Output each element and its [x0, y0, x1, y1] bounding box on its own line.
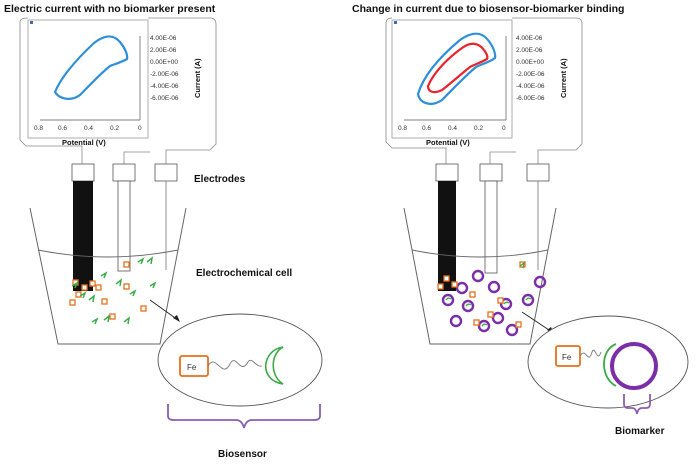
left-biosensor-zoom: Fe [157, 313, 323, 407]
right-xtick-3: 0.4 [448, 125, 457, 132]
left-zoom-arrowhead [173, 315, 180, 322]
left-xtick-5: 0 [138, 125, 142, 132]
right-xtick-4: 0.2 [474, 125, 483, 132]
right-ytick-6: -6.00E-06 [516, 95, 545, 102]
left-y-axis-label: Current (A) [193, 58, 202, 98]
right-red-cv-curve [426, 42, 489, 94]
left-electrode-cap-2 [112, 163, 136, 182]
right-fe-label: Fe [562, 353, 572, 362]
right-title: Change in current due to biosensor-bioma… [352, 3, 624, 15]
right-zoom-ellipse [527, 315, 689, 409]
right-electrochemical-cell [403, 207, 557, 345]
left-zoom-arrow [149, 299, 179, 321]
left-electrode-cap-3 [154, 163, 178, 182]
right-wires [385, 17, 583, 164]
left-ytick-3: 0.00E+00 [150, 59, 178, 66]
right-electrode-cap-3 [526, 163, 550, 182]
right-biomarker-bracket [623, 394, 651, 415]
left-working-electrode [73, 181, 93, 291]
right-x-axis-label: Potential (V) [426, 138, 470, 147]
right-biomarker-ring [610, 342, 658, 390]
left-plot-frame [27, 19, 149, 139]
right-reference-electrode [484, 180, 498, 274]
right-xtick-2: 0.6 [422, 125, 431, 132]
right-xtick-1: 0.8 [398, 125, 407, 132]
biosensor-label: Biosensor [218, 449, 267, 460]
left-xtick-1: 0.8 [34, 125, 43, 132]
right-linker [579, 349, 602, 358]
left-blue-cv-curve [53, 35, 129, 100]
left-ytick-2: 2.00E-06 [150, 47, 177, 54]
right-xtick-5: 0 [502, 125, 506, 132]
right-ytick-4: -2.00E-06 [516, 71, 545, 78]
left-electrodes-label: Electrodes [194, 174, 246, 185]
right-ytick-1: 4.00E-06 [516, 35, 543, 42]
left-ytick-6: -6.00E-06 [150, 95, 179, 102]
right-y-axis-label: Current (A) [559, 58, 568, 98]
left-xtick-2: 0.6 [58, 125, 67, 132]
left-cell-liquid-line [37, 249, 179, 258]
right-ytick-3: 0.00E+00 [516, 59, 544, 66]
left-biosensor-probes [69, 256, 157, 325]
left-ytick-1: 4.00E-06 [150, 35, 177, 42]
right-receptor [603, 343, 617, 387]
left-cv-plot: 4.00E-06 2.00E-06 0.00E+00 -2.00E-06 -4.… [27, 19, 202, 147]
left-electrodes [71, 163, 178, 291]
left-electrochemical-cell [29, 207, 187, 345]
right-electrodes [435, 163, 550, 291]
right-ytick-5: -4.00E-06 [516, 83, 545, 90]
left-title: Electric current with no biomarker prese… [4, 3, 216, 15]
left-fe-label: Fe [187, 363, 197, 372]
left-reference-electrode [117, 180, 131, 272]
left-xtick-3: 0.4 [84, 125, 93, 132]
right-cell-liquid-line [411, 249, 549, 258]
right-cv-plot: 4.00E-06 2.00E-06 0.00E+00 -2.00E-06 -4.… [391, 19, 568, 147]
right-electrode-cap-1 [435, 163, 459, 182]
left-x-axis-label: Potential (V) [62, 138, 106, 147]
right-bound-biomarkers [437, 261, 547, 337]
left-linker [207, 359, 263, 370]
left-electrode-cap-1 [71, 163, 95, 182]
right-plot-frame [391, 19, 513, 139]
right-ytick-2: 2.00E-06 [516, 47, 543, 54]
left-receptor [264, 346, 284, 385]
left-biosensor-bracket [167, 404, 321, 429]
right-cell-beaker [403, 207, 557, 345]
biomarker-label: Biomarker [615, 426, 665, 437]
left-plot-marker [30, 21, 33, 24]
left-wires [19, 17, 217, 164]
left-ytick-4: -2.00E-06 [150, 71, 179, 78]
right-biomarker-zoom: Fe [527, 315, 689, 409]
left-ytick-5: -4.00E-06 [150, 83, 179, 90]
right-working-electrode [438, 181, 456, 291]
left-cell-beaker [29, 207, 187, 345]
left-xtick-4: 0.2 [110, 125, 119, 132]
left-cell-label: Electrochemical cell [196, 268, 292, 279]
right-electrode-cap-2 [479, 163, 503, 182]
right-blue-cv-curve [416, 32, 497, 105]
right-plot-marker [394, 21, 397, 24]
right-zoom-arrow [521, 311, 553, 333]
